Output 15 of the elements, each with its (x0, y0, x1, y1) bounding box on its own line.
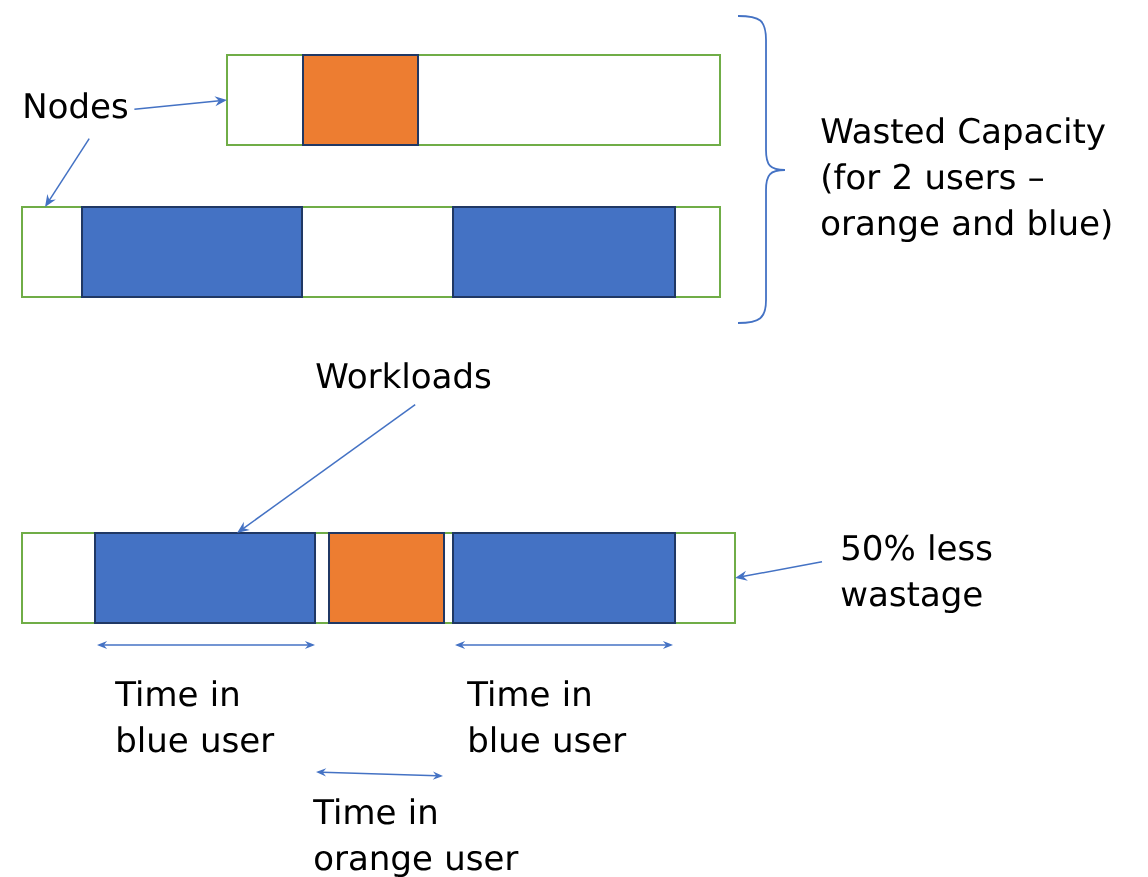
annotation-text: Wasted Capacity (for 2 users – orange and blue) (821, 117, 1111, 243)
annotation-text: Time in orange user (313, 798, 519, 877)
arrow (237, 403, 416, 533)
workload-block (328, 532, 445, 624)
annotation-text: Time in blue user (115, 680, 275, 753)
callout-text: Workloads (316, 362, 491, 389)
workload-block (81, 206, 303, 298)
arrow (45, 137, 90, 207)
callout-text: Nodes (25, 92, 127, 119)
workload-block (94, 532, 316, 624)
workload-block (452, 206, 676, 298)
workload-block (302, 54, 419, 146)
callout-text: 50% less wastage (841, 534, 992, 614)
annotation-text: Time in blue user (467, 680, 627, 753)
workload-block (452, 532, 676, 624)
